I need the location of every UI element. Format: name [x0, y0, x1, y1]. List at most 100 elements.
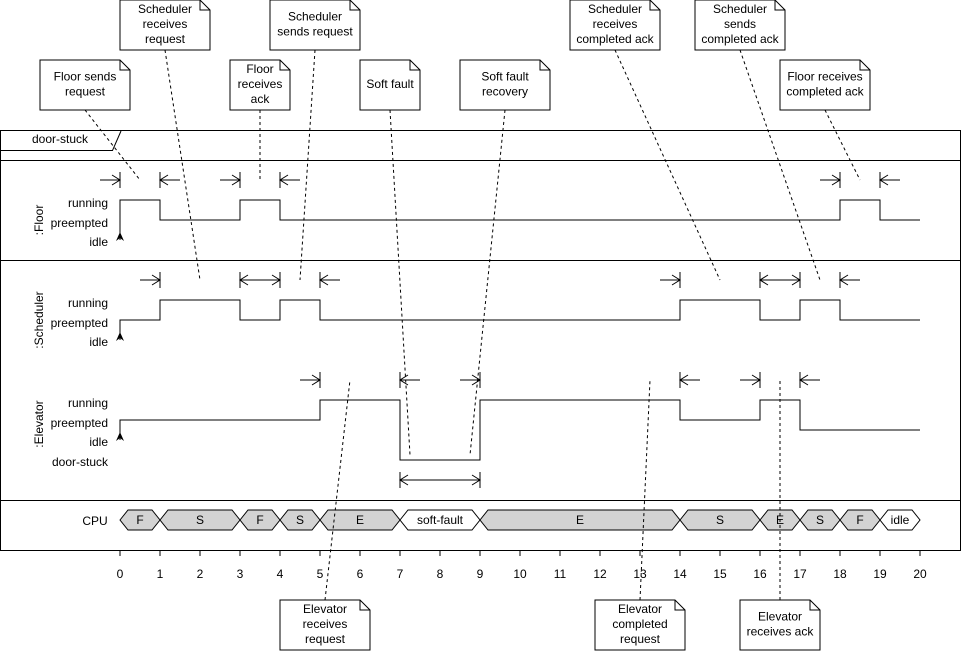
cpu-segment-label: S: [816, 513, 824, 527]
lifeline-name: :Floor: [32, 205, 46, 236]
note-text: request: [305, 632, 346, 646]
tick-label: 19: [873, 567, 887, 581]
note-text: sends request: [277, 25, 353, 39]
tick-label: 7: [397, 567, 404, 581]
state-label: idle: [89, 335, 108, 349]
tick-label: 0: [117, 567, 124, 581]
note-text: Elevator: [303, 602, 347, 616]
scheduler-duration-marker: [260, 272, 340, 288]
start-arrow: [116, 432, 124, 441]
note-text: Elevator: [758, 610, 802, 624]
note-text: completed ack: [576, 32, 654, 46]
note-text: receives ack: [747, 625, 815, 639]
note-text: request: [620, 632, 661, 646]
cpu-segment: soft-fault: [399, 509, 481, 531]
start-arrow: [116, 332, 124, 341]
note-text: ack: [251, 92, 271, 106]
start-arrow: [116, 232, 124, 241]
note-text: receives: [238, 77, 283, 91]
diagram-frame: [0, 130, 961, 551]
note-text: Floor sends: [54, 70, 117, 84]
tick-label: 4: [277, 567, 284, 581]
tick-label: 11: [554, 567, 567, 581]
cpu-segment-label: idle: [891, 513, 910, 527]
tick-label: 13: [633, 567, 647, 581]
tick-label: 2: [197, 567, 204, 581]
tick-label: 17: [793, 567, 807, 581]
tick-label: 8: [437, 567, 444, 581]
state-label: door-stuck: [52, 455, 109, 469]
state-label: idle: [89, 235, 108, 249]
cpu-segment: S: [799, 509, 841, 531]
note-text: Elevator: [618, 602, 662, 616]
scheduler-waveform: [119, 299, 920, 340]
tick-label: 12: [593, 567, 607, 581]
tick-label: 5: [317, 567, 324, 581]
condition-tab: door-stuck: [0, 130, 122, 151]
tick-label: 10: [513, 567, 527, 581]
note-soft-fault: Soft fault: [359, 59, 421, 456]
tick-label: 14: [673, 567, 687, 581]
cpu-segment: S: [159, 509, 241, 531]
cpu-segment-label: S: [716, 513, 724, 527]
door-stuck-duration-marker: [399, 472, 481, 488]
cpu-segment: S: [679, 509, 761, 531]
note-connector: [824, 109, 861, 181]
floor-waveform: [119, 199, 920, 240]
cpu-segment: F: [839, 509, 881, 531]
cpu-segment-label: S: [196, 513, 204, 527]
elevator-duration-marker: [300, 372, 420, 388]
cpu-segment-label: F: [256, 513, 263, 527]
note-connector: [164, 49, 201, 281]
elevator-duration-marker: [460, 372, 700, 388]
cpu-segment: S: [279, 509, 321, 531]
note-text: sends: [724, 17, 756, 31]
cpu-segment-label: E: [576, 513, 584, 527]
scheduler-duration-marker: [660, 272, 780, 288]
cpu-segment-label: soft-fault: [417, 513, 464, 527]
note-connector: [639, 379, 651, 601]
state-label: idle: [89, 435, 108, 449]
cpu-segment-label: S: [296, 513, 304, 527]
note-connector: [469, 109, 506, 456]
note-connector: [324, 379, 351, 601]
cpu-segment: F: [239, 509, 281, 531]
cpu-segment-label: F: [856, 513, 863, 527]
tick-label: 15: [713, 567, 727, 581]
scheduler-duration-marker: [140, 272, 260, 288]
note-text: completed: [612, 617, 667, 631]
cpu-segment-label: F: [136, 513, 143, 527]
tick-label: 6: [357, 567, 364, 581]
floor-duration-marker: [820, 172, 900, 188]
tick-label: 20: [913, 567, 927, 581]
cpu-segment: E: [319, 509, 401, 531]
floor-duration-marker: [100, 172, 180, 188]
note-text: Scheduler: [138, 2, 192, 16]
tick-label: 18: [833, 567, 847, 581]
cpu-segment: F: [119, 509, 161, 531]
note-text: Scheduler: [713, 2, 767, 16]
note-text: completed ack: [786, 85, 864, 99]
note-text: Soft fault: [366, 77, 414, 91]
state-label: running: [68, 296, 108, 310]
note-connector: [614, 49, 721, 281]
note-text: request: [145, 32, 186, 46]
note-connector: [299, 49, 316, 281]
note-text: receives: [593, 17, 638, 31]
note-text: request: [65, 85, 106, 99]
state-label: preempted: [51, 316, 108, 330]
state-label: preempted: [51, 216, 108, 230]
cpu-segment-label: E: [356, 513, 364, 527]
condition-label: door-stuck: [32, 132, 89, 146]
elevator-waveform: [119, 399, 920, 461]
